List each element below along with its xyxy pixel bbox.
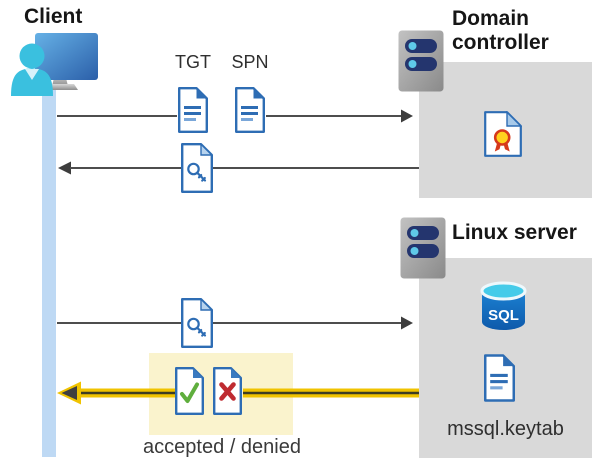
spn-label: SPN bbox=[231, 52, 269, 72]
user-head bbox=[19, 43, 45, 69]
client-label: Client bbox=[24, 5, 83, 28]
keytab-document-icon bbox=[484, 354, 515, 402]
monitor-screen bbox=[35, 33, 98, 80]
keytab-filename-label: mssql.keytab bbox=[447, 418, 564, 440]
sql-icon-label: SQL bbox=[488, 307, 519, 324]
denied-cross-document-icon bbox=[213, 367, 242, 415]
sql-database-icon: SQL bbox=[480, 281, 527, 330]
user-collar bbox=[25, 69, 39, 80]
service-key-document-icon bbox=[181, 298, 213, 348]
client-user-monitor-icon bbox=[11, 33, 98, 96]
domain-controller-label: Domain controller bbox=[452, 7, 549, 55]
tgt-label: TGT bbox=[175, 52, 211, 72]
rosette bbox=[493, 129, 511, 146]
ticket-request-arrow bbox=[57, 109, 413, 123]
ticket-key-document-icon bbox=[181, 143, 213, 193]
tgt-document-icon bbox=[178, 87, 208, 133]
auth-result-arrow bbox=[57, 381, 419, 405]
service-ticket-arrow bbox=[57, 316, 413, 330]
linux-server-label: Linux server bbox=[452, 221, 577, 244]
certificate-icon bbox=[484, 111, 522, 157]
ticket-response-arrow bbox=[58, 161, 419, 175]
check-mark bbox=[180, 382, 199, 403]
accepted-check-document-icon bbox=[175, 367, 204, 415]
client-lifeline bbox=[42, 86, 56, 457]
auth-result-label: accepted / denied bbox=[143, 436, 301, 458]
linux-server-icon bbox=[400, 217, 446, 279]
domain-controller-server-icon bbox=[398, 30, 444, 92]
spn-document-icon bbox=[235, 87, 265, 133]
user-body bbox=[11, 68, 53, 96]
